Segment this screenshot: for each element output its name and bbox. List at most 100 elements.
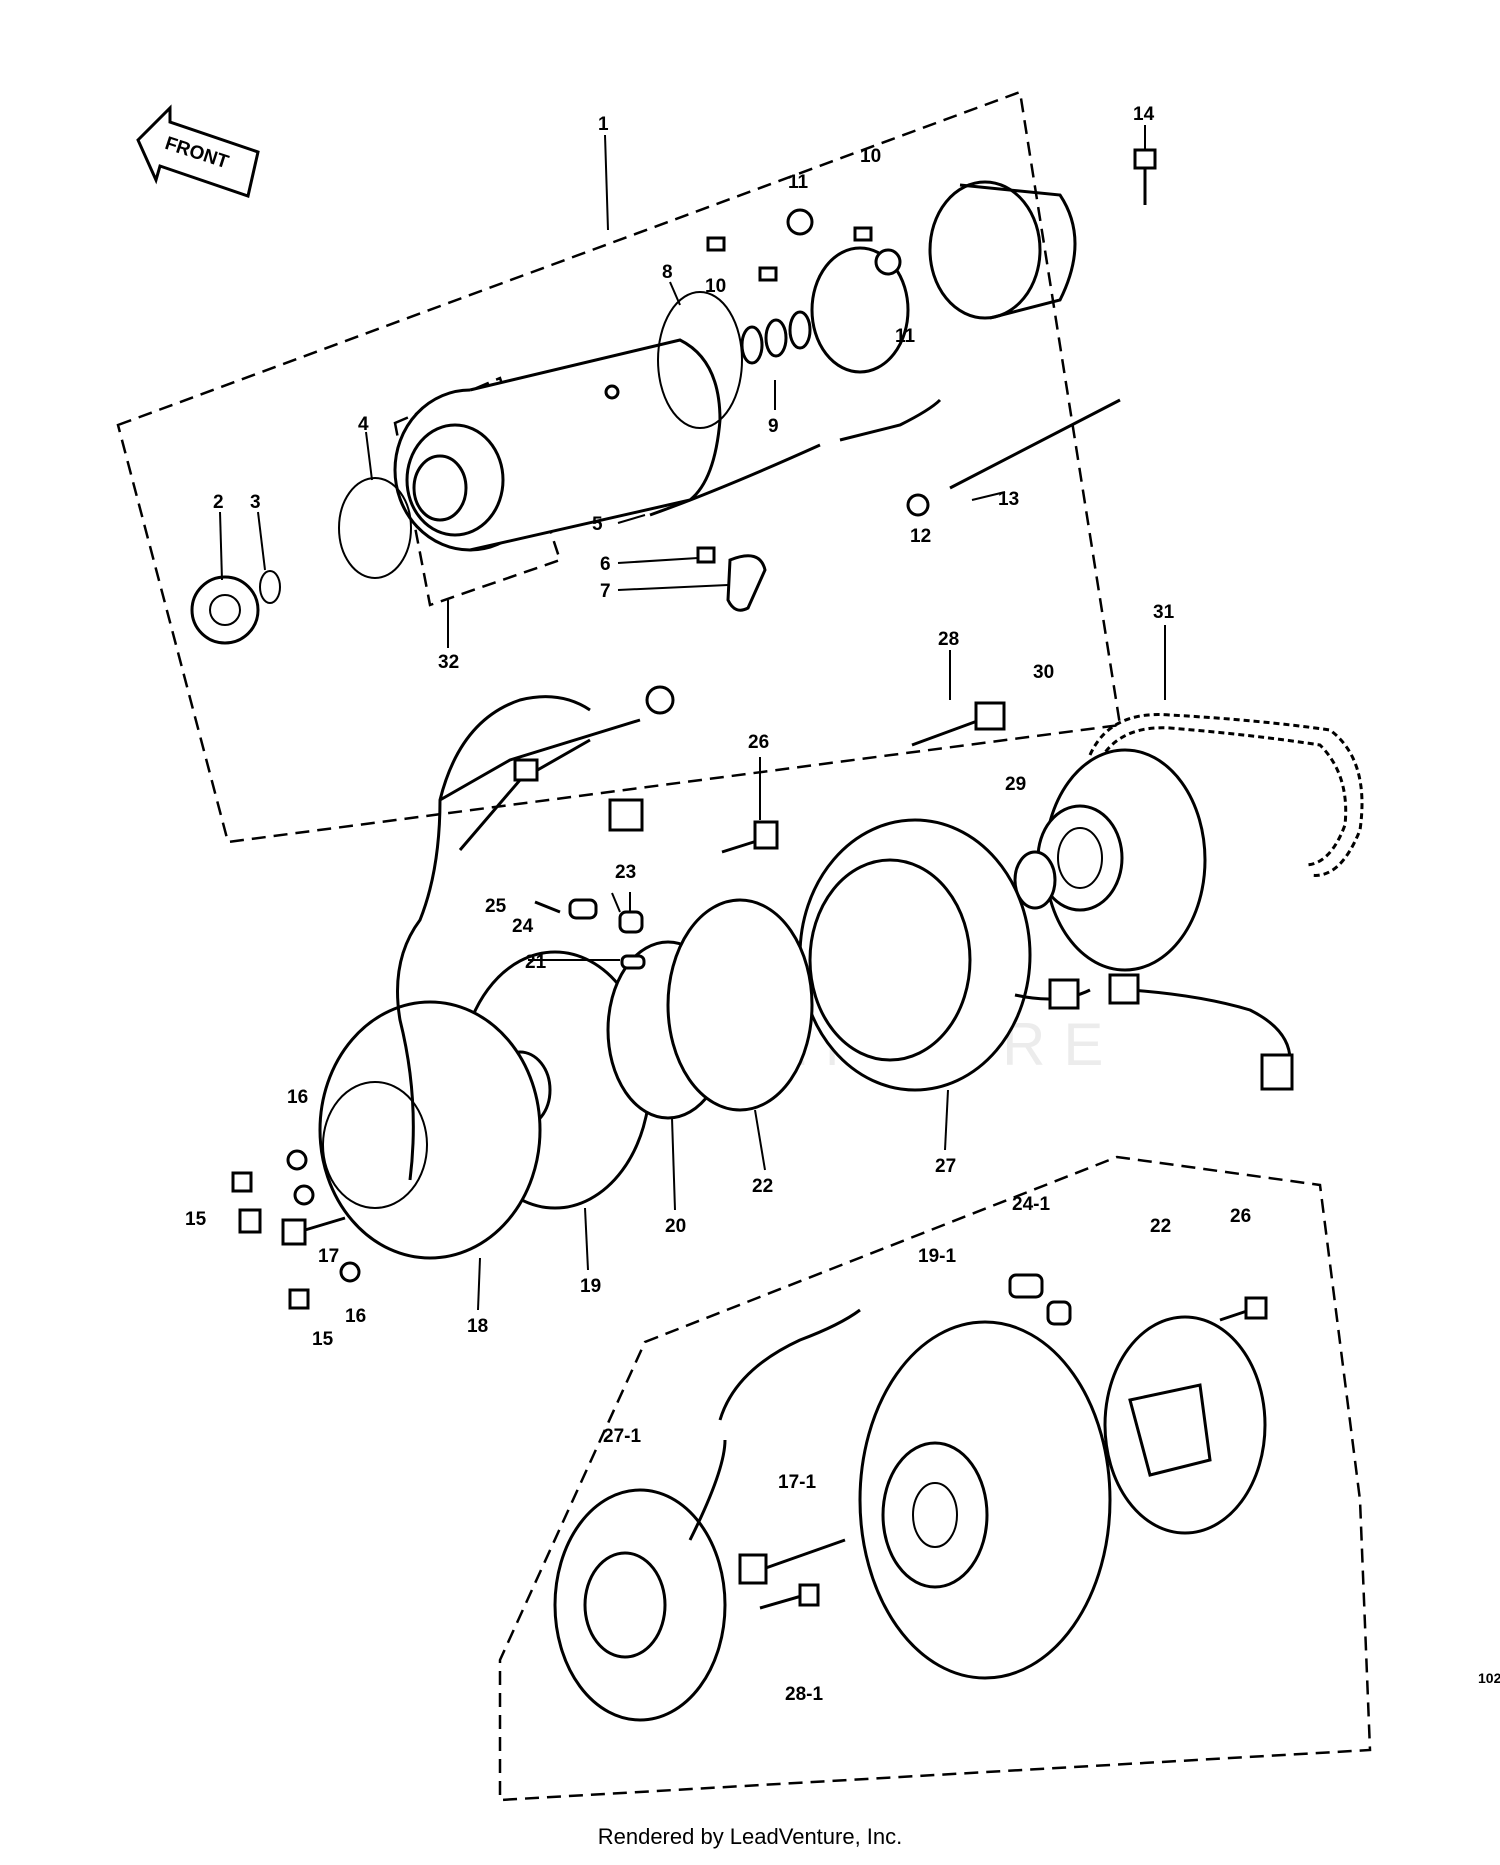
leader-lines [219,125,1166,1311]
callout-12: 12 [910,526,931,547]
through-bolt [949,398,1121,490]
callout-15a: 15 [185,1209,207,1230]
stator [798,818,1294,1092]
front-arrow-icon: FRONT [136,104,260,198]
alternator-variant-boundary [498,1155,1372,1802]
bolt-head [798,1583,820,1607]
washer [339,1261,361,1283]
rotor-variant [858,1320,1112,1680]
bolt [1133,148,1157,205]
callout-11b: 11 [895,326,916,347]
bolt-head [738,1553,768,1585]
bolt [721,820,779,854]
nut [696,546,716,564]
callout-16b: 16 [345,1306,366,1327]
callout-13: 13 [998,489,1019,510]
callout-20: 20 [665,1216,686,1237]
starter-group-boundary [116,90,1122,844]
callout-14: 14 [1133,104,1155,125]
connector [608,798,644,832]
callout-11a: 11 [788,172,809,193]
brush [706,236,726,252]
callout-23: 23 [615,862,636,883]
roller [568,898,598,920]
brush-spring [874,248,902,276]
spring-cap [618,910,644,934]
callout-2: 2 [213,492,224,513]
callout-6: 6 [600,554,611,575]
washer [906,493,930,517]
starter-motor [393,338,722,552]
callout-21: 21 [525,952,547,973]
callout-26b: 26 [1230,1206,1251,1227]
callout-10b: 10 [860,146,881,167]
callout-24-1: 24-1 [1012,1194,1050,1215]
callout-26a: 26 [748,732,769,753]
brush-spring [786,208,814,236]
connector [513,758,539,782]
callout-27: 27 [935,1156,956,1177]
bolt [238,1208,262,1234]
callouts: 1 2 3 4 5 6 7 8 9 10 10 11 11 12 13 14 1… [185,104,1251,1705]
bolt [911,701,1006,747]
footer-credit: Rendered by LeadVenture, Inc. [597,1824,903,1849]
callout-30: 30 [1033,662,1054,683]
roller [1008,1273,1044,1299]
bolt [281,1218,307,1246]
connector [645,685,675,715]
callout-8: 8 [662,262,673,283]
callout-19-1: 19-1 [918,1246,956,1267]
callout-10a: 10 [705,276,726,297]
callout-15b: 15 [312,1329,334,1350]
drive-chain [1088,713,1364,877]
callout-25: 25 [485,896,507,917]
washer [1013,850,1057,910]
brush [758,266,778,282]
rotor-cover [318,1000,542,1260]
stator-variant [553,1488,727,1722]
washer-set [740,310,812,365]
brush-plate [810,246,910,374]
callout-3: 3 [250,492,261,513]
circlip [259,570,281,604]
alternator-sprocket [1036,748,1207,972]
spring-cap [1046,1300,1072,1326]
pin [620,954,646,970]
callout-24: 24 [512,916,534,937]
roller-spring [534,900,561,914]
brush [853,226,873,242]
callout-27-1: 27-1 [603,1426,641,1447]
callout-28-1: 28-1 [785,1684,823,1705]
callout-28: 28 [938,629,959,650]
callout-22b: 22 [1150,1216,1171,1237]
callout-18: 18 [467,1316,488,1337]
callout-16a: 16 [287,1087,308,1108]
bolt [288,1288,310,1310]
callout-1: 1 [598,114,609,135]
callout-5: 5 [592,514,603,535]
diagram-code: 102 [1478,1670,1500,1686]
starter-clutch-variant [1103,1315,1267,1535]
washer [286,1149,308,1171]
starter-lead [649,398,942,517]
callout-22a: 22 [752,1176,773,1197]
starter-sprocket [190,575,260,645]
callout-9: 9 [768,416,779,437]
bolt [231,1171,253,1193]
bolt [759,1593,806,1610]
terminal-cap [726,554,767,612]
callout-31: 31 [1153,602,1175,623]
o-ring [338,477,412,579]
gasket [657,291,743,429]
callout-17-1: 17-1 [778,1472,816,1493]
stator-lead [688,1308,861,1541]
bolt-head [1244,1296,1268,1320]
starter-clutch [666,898,814,1112]
callout-29: 29 [1005,774,1026,795]
bolt [759,1538,846,1572]
callout-17: 17 [318,1246,339,1267]
callout-32: 32 [438,652,459,673]
washer [293,1184,315,1206]
callout-19: 19 [580,1276,601,1297]
